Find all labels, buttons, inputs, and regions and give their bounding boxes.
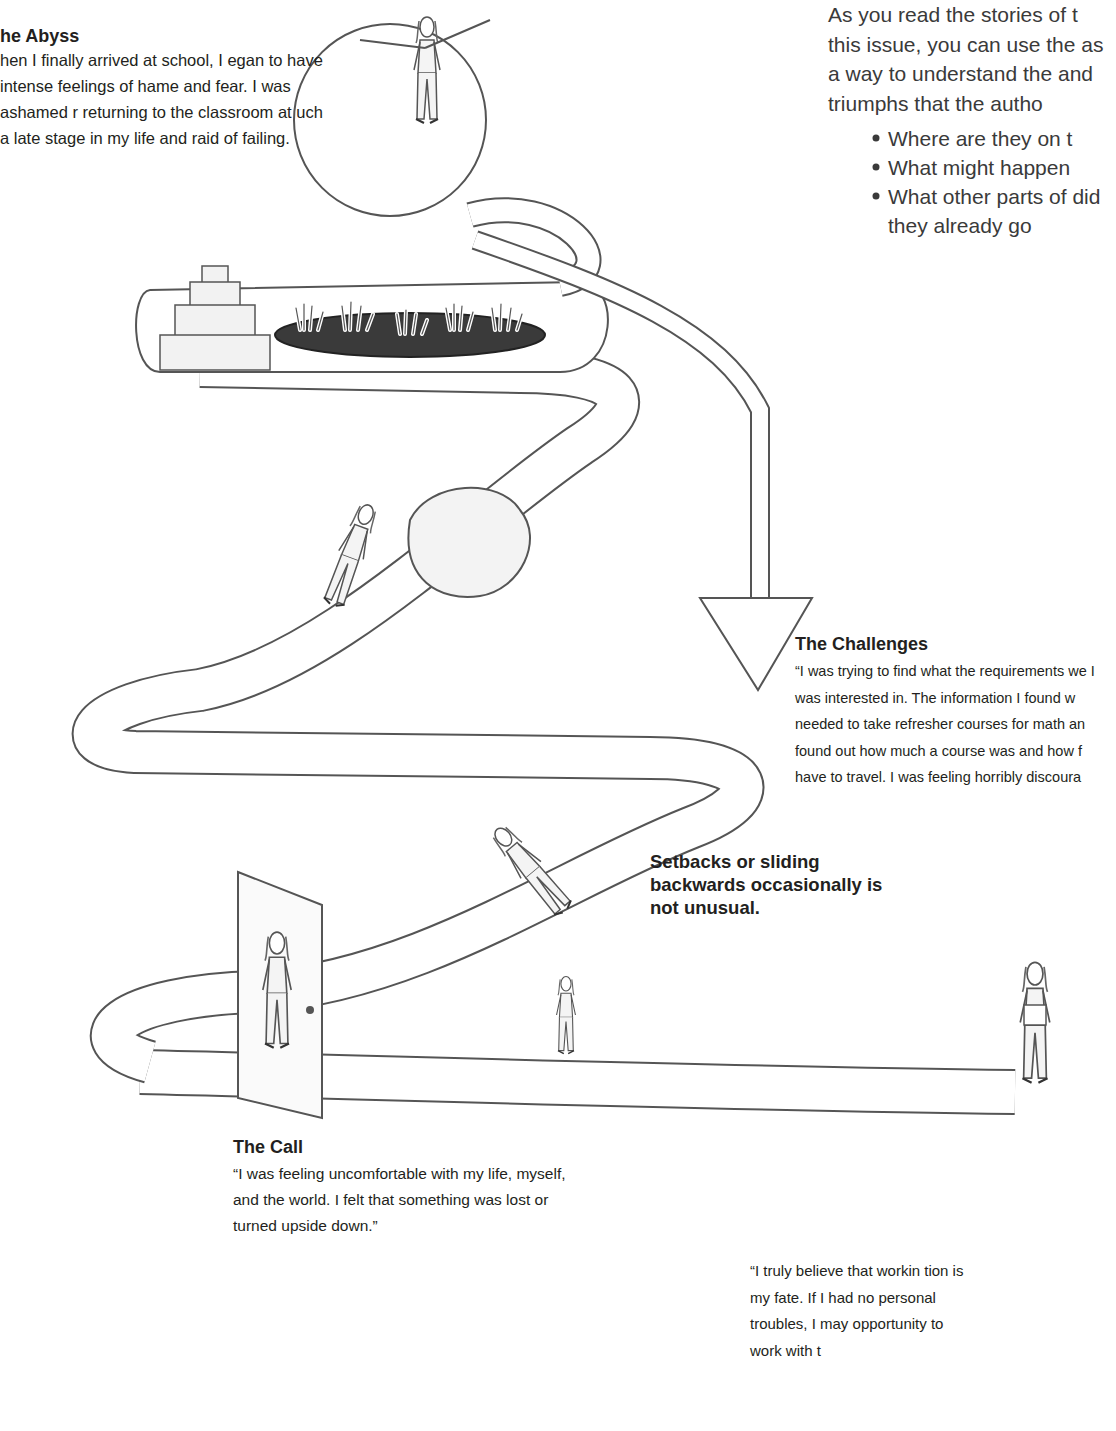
figure-at-door	[263, 932, 291, 1048]
callout-text: Setbacks or sliding backwards occasional…	[650, 850, 900, 919]
abyss-pit	[275, 313, 545, 357]
reaching-hands-outline	[296, 302, 522, 334]
stage-heading: he Abyss	[0, 24, 250, 48]
gift-box	[1024, 1005, 1046, 1025]
ribbon-fill	[94, 366, 743, 1062]
bullet-item: Where are they on t	[888, 124, 1116, 153]
boulder	[408, 488, 530, 597]
stairs	[160, 266, 270, 370]
stage-heading: The Challenges	[795, 632, 1095, 656]
quote-text: “I was trying to find what the requireme…	[795, 658, 1116, 791]
quote-text: “I truly believe that workin tion is my …	[750, 1258, 965, 1364]
figure-sitting	[557, 976, 576, 1053]
quote-text: hen I finally arrived at school, I egan …	[0, 47, 330, 151]
bullet-dot	[873, 193, 880, 200]
outstretched-arms	[360, 20, 490, 48]
figure-sliding	[487, 821, 575, 919]
door-knob	[306, 1006, 314, 1014]
bullet-item: What other parts of did they already go	[888, 182, 1116, 240]
bullet-item: What might happen	[888, 153, 1116, 182]
intro-note: As you read the stories of t this issue,…	[828, 0, 1116, 118]
bullet-dot	[873, 164, 880, 171]
door	[238, 872, 322, 1118]
quote-text: “I was feeling uncomfortable with my lif…	[233, 1161, 578, 1239]
bullet-dot	[873, 135, 880, 142]
figure-pushing	[321, 501, 382, 609]
reaching-hands	[296, 302, 522, 334]
figure-with-gift	[1020, 962, 1050, 1082]
ribbon-outline	[94, 366, 743, 1062]
figure-on-circle	[414, 17, 440, 123]
stage-heading: The Call	[233, 1135, 483, 1159]
